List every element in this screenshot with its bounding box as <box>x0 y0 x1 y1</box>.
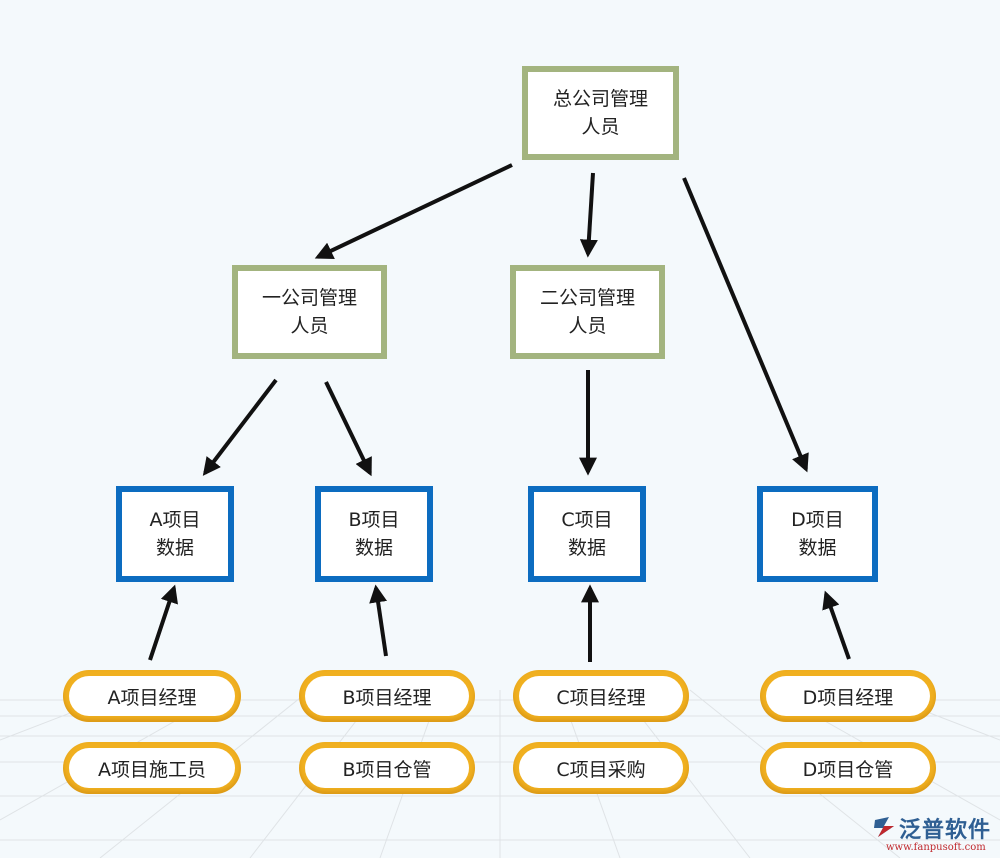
arrow-roleA-to-projA <box>148 584 178 661</box>
arrow-branch1-to-projB <box>324 381 372 477</box>
role-label: D项目仓管 <box>766 748 930 788</box>
role-label: A项目施工员 <box>69 748 235 788</box>
node-hq-managers: 总公司管理 人员 <box>522 66 679 160</box>
role-d-manager: D项目经理 <box>760 670 936 722</box>
role-d-storekeeper: D项目仓管 <box>760 742 936 794</box>
role-label: B项目经理 <box>305 676 469 716</box>
role-label: A项目经理 <box>69 676 235 716</box>
logo-name: 泛普软件 <box>899 818 992 843</box>
brand-logo: 泛普软件 www.fanpusoft.com <box>872 810 996 854</box>
role-label: C项目经理 <box>519 676 683 716</box>
node-project-d-data: D项目 数据 <box>757 486 878 582</box>
arrow-roleB-to-projB <box>369 584 388 657</box>
logo-url: www.fanpusoft.com <box>886 842 986 853</box>
role-b-manager: B项目经理 <box>299 670 475 722</box>
node-branch1-managers: 一公司管理 人员 <box>232 265 387 359</box>
arrow-hq-to-projD <box>682 177 809 473</box>
arrow-roleD-to-projD <box>822 590 851 660</box>
arrow-hq-to-branch2 <box>579 172 598 258</box>
role-label: D项目经理 <box>766 676 930 716</box>
node-project-b-data: B项目 数据 <box>315 486 433 582</box>
role-b-storekeeper: B项目仓管 <box>299 742 475 794</box>
logo-mark-icon <box>874 817 894 837</box>
role-a-manager: A项目经理 <box>63 670 241 722</box>
node-branch2-managers: 二公司管理 人员 <box>510 265 665 359</box>
node-project-a-data: A项目 数据 <box>116 486 234 582</box>
role-c-purchaser: C项目采购 <box>513 742 689 794</box>
node-project-c-data: C项目 数据 <box>528 486 646 582</box>
role-label: C项目采购 <box>519 748 683 788</box>
role-label: B项目仓管 <box>305 748 469 788</box>
arrow-branch1-to-projA <box>202 378 278 476</box>
role-a-constructor: A项目施工员 <box>63 742 241 794</box>
arrow-hq-to-branch1 <box>314 163 513 259</box>
role-c-manager: C项目经理 <box>513 670 689 722</box>
